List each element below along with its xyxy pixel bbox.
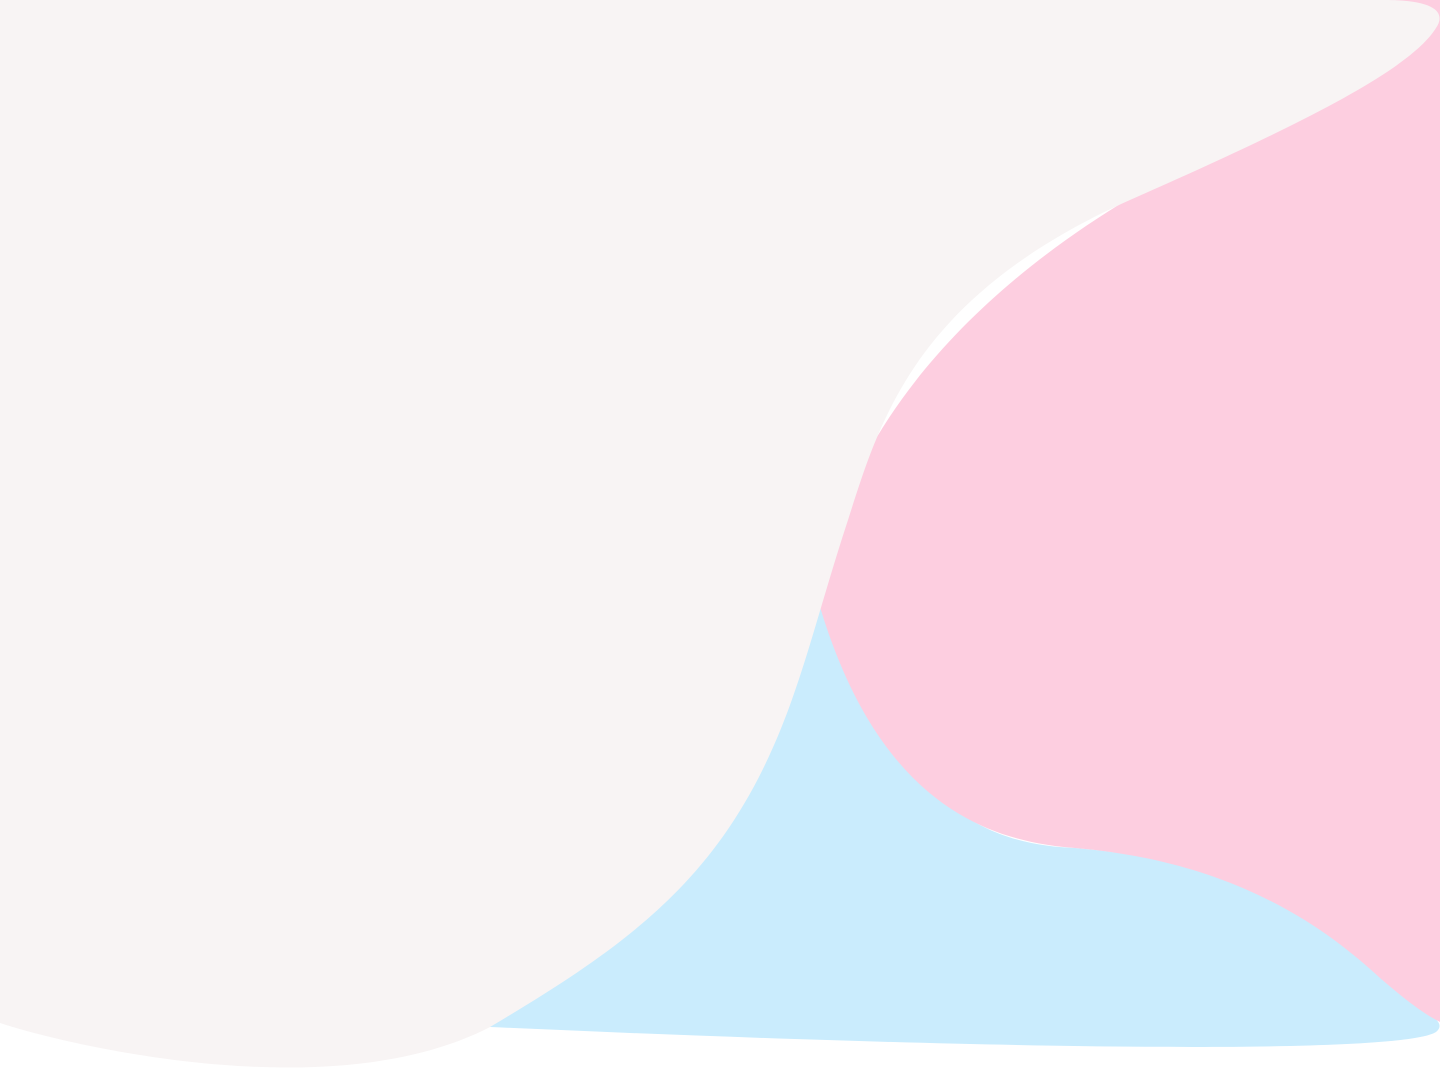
pink-blob xyxy=(818,0,1440,1022)
